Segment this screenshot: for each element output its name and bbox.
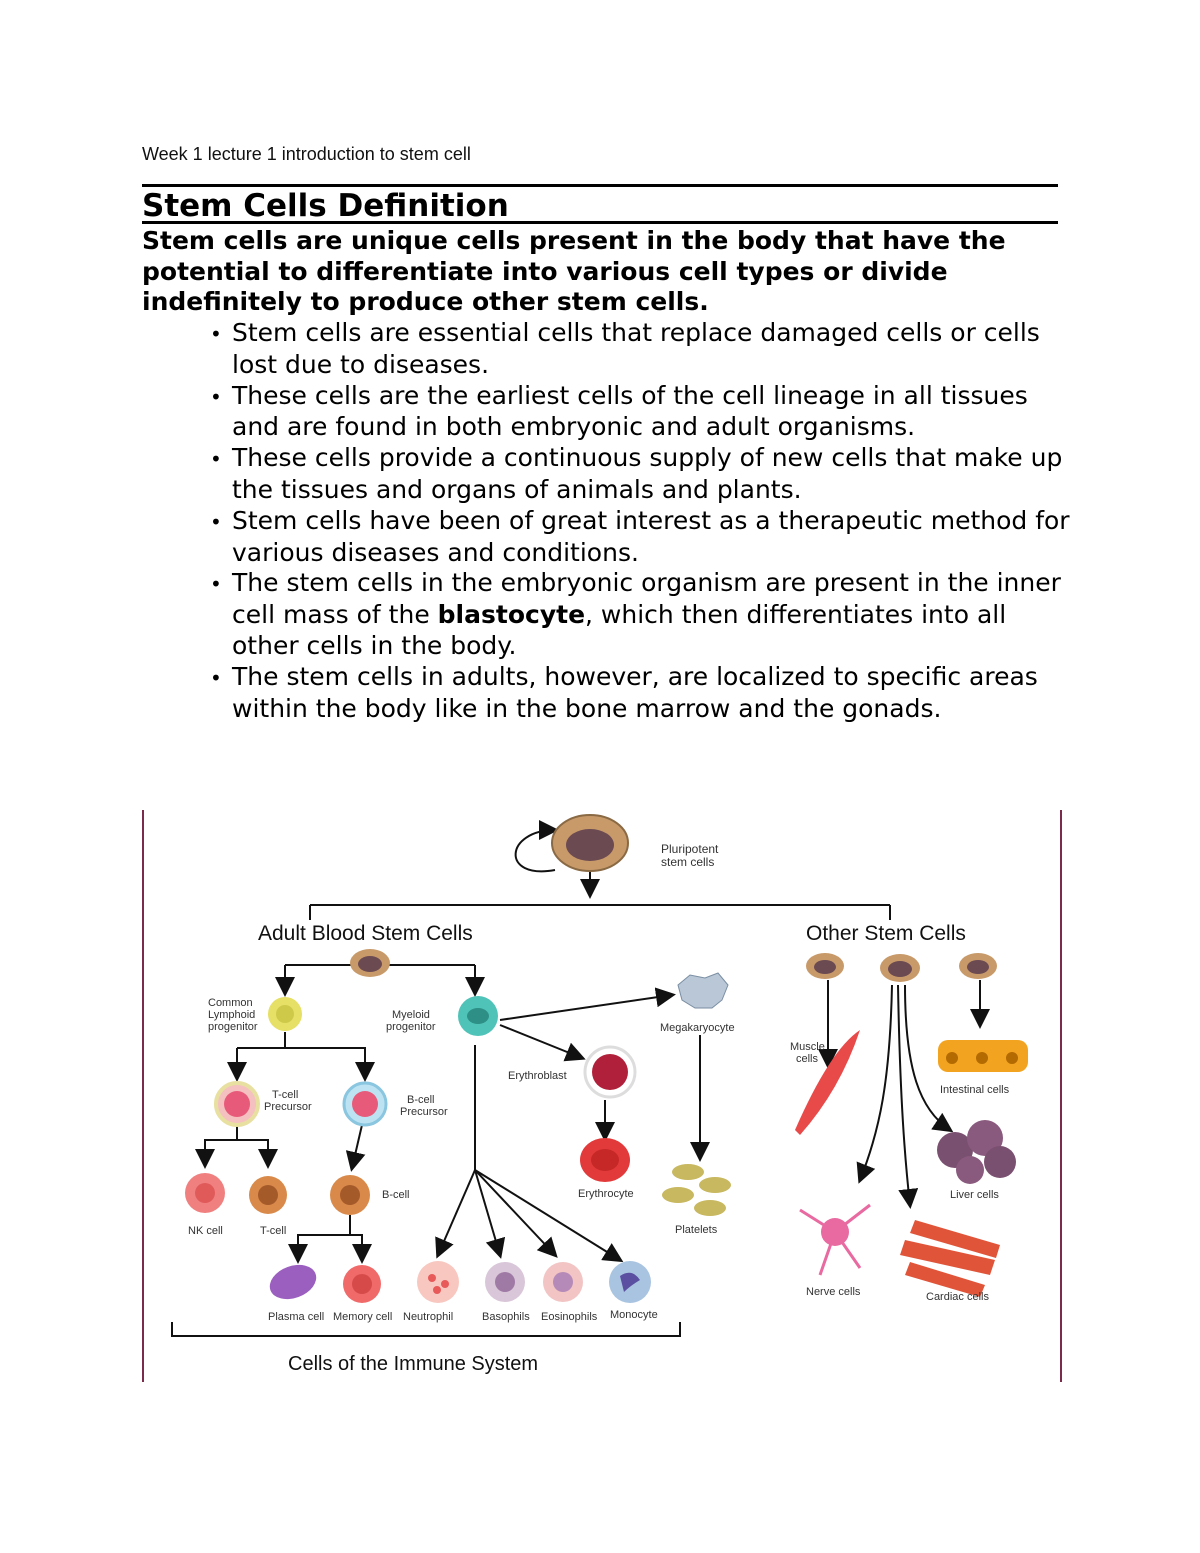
label-erythroblast: Erythroblast (508, 1070, 567, 1082)
label-basophils: Basophils (482, 1311, 530, 1323)
list-item: • The stem cells in the embryonic organis… (190, 568, 1070, 661)
title-row: Stem Cells Definition (142, 188, 1058, 226)
label-nk-cell: NK cell (188, 1225, 223, 1237)
basophil-cell (485, 1262, 525, 1302)
list-item: • Stem cells are essential cells that rep… (190, 318, 1070, 381)
list-item: • Stem cells have been of great interest … (190, 506, 1070, 569)
bullet-icon: • (210, 665, 222, 690)
bullet-icon: • (210, 322, 222, 346)
label-neutrophil: Neutrophil (403, 1311, 453, 1323)
label-platelets: Platelets (675, 1224, 718, 1236)
other-stem-cell-2 (880, 954, 920, 982)
definition-paragraph: Stem cells are unique cells present in t… (142, 226, 1006, 316)
list-item: • These cells are the earliest cells of t… (190, 381, 1070, 444)
blood-stem-cell (350, 949, 390, 977)
label-liver: Liver cells (950, 1189, 999, 1201)
bullet-text: These cells are the earliest cells of th… (232, 380, 1028, 442)
header-rule (142, 184, 1058, 187)
bullet-text: These cells provide a continuous supply … (232, 443, 1063, 504)
bullet-text: , which then differentiates into all oth… (232, 600, 1007, 660)
lecture-header: Week 1 lecture 1 introduction to stem ce… (142, 144, 471, 164)
cardiac-cells (900, 1220, 1000, 1297)
intestinal-cells (938, 1040, 1028, 1072)
label-erythrocyte: Erythrocyte (578, 1188, 634, 1200)
label-b-cell: B-cell (382, 1189, 410, 1201)
label-intestinal: Intestinal cells (940, 1084, 1010, 1096)
label-t-cell: T-cell (260, 1225, 286, 1237)
bullet-list: • Stem cells are essential cells that rep… (190, 318, 1070, 724)
b-cell (330, 1175, 370, 1215)
label-nerve: Nerve cells (806, 1286, 861, 1298)
bullet-text: The stem cells in the embryonic organism… (232, 568, 1061, 630)
lymphoid-progenitor-cell (268, 997, 302, 1031)
label-memory: Memory cell (333, 1311, 392, 1323)
other-stem-cell-3 (959, 953, 997, 979)
liver-cells (937, 1120, 1016, 1184)
b-cell-precursor-cell (342, 1081, 388, 1127)
label-eosinophils: Eosinophils (541, 1311, 598, 1323)
eosinophil-cell (543, 1262, 583, 1302)
label-plasma: Plasma cell (268, 1311, 324, 1323)
bullet-icon: • (210, 384, 222, 409)
adult-heading: Adult Blood Stem Cells (258, 922, 473, 945)
erythroblast-cell (583, 1045, 637, 1099)
label-monocyte: Monocyte (610, 1309, 658, 1321)
t-cell (249, 1176, 287, 1214)
pluripotent-cell (551, 814, 629, 872)
platelets-cells (662, 1164, 731, 1216)
megakaryocyte-cell (677, 972, 729, 1009)
figure-frame (142, 810, 1062, 1382)
myeloid-progenitor-cell (458, 996, 498, 1036)
bullet-icon: • (210, 572, 222, 597)
t-cell-precursor-cell (214, 1081, 260, 1127)
monocyte-cell (609, 1261, 651, 1303)
nk-cell (185, 1173, 225, 1213)
list-item: • These cells provide a continuous supply… (190, 443, 1070, 506)
other-heading: Other Stem Cells (806, 922, 966, 945)
list-item: • The stem cells in adults, however, are … (190, 662, 1070, 725)
neutrophil-cell (417, 1261, 459, 1303)
muscle-cell (795, 1030, 860, 1135)
plasma-cell (269, 1264, 317, 1300)
bold-term: blastocyte (437, 600, 586, 630)
title-rule (142, 221, 1058, 224)
label-cardiac: Cardiac cells (926, 1291, 989, 1303)
bullet-icon: • (210, 447, 222, 472)
bullet-icon: • (210, 509, 222, 534)
bullet-text: The stem cells in adults, however, are l… (232, 661, 1038, 723)
erythrocyte-cell (580, 1138, 630, 1182)
nerve-cell (799, 1203, 871, 1276)
section-title: Stem Cells Definition (142, 188, 513, 224)
immune-caption: Cells of the Immune System (288, 1353, 538, 1375)
label-megakaryocyte: Megakaryocyte (660, 1022, 735, 1034)
other-stem-cell-1 (806, 953, 844, 979)
bullet-text: Stem cells have been of great interest a… (232, 505, 1070, 567)
memory-cell (343, 1265, 381, 1303)
bullet-text: Stem cells are essential cells that repl… (232, 318, 1040, 379)
